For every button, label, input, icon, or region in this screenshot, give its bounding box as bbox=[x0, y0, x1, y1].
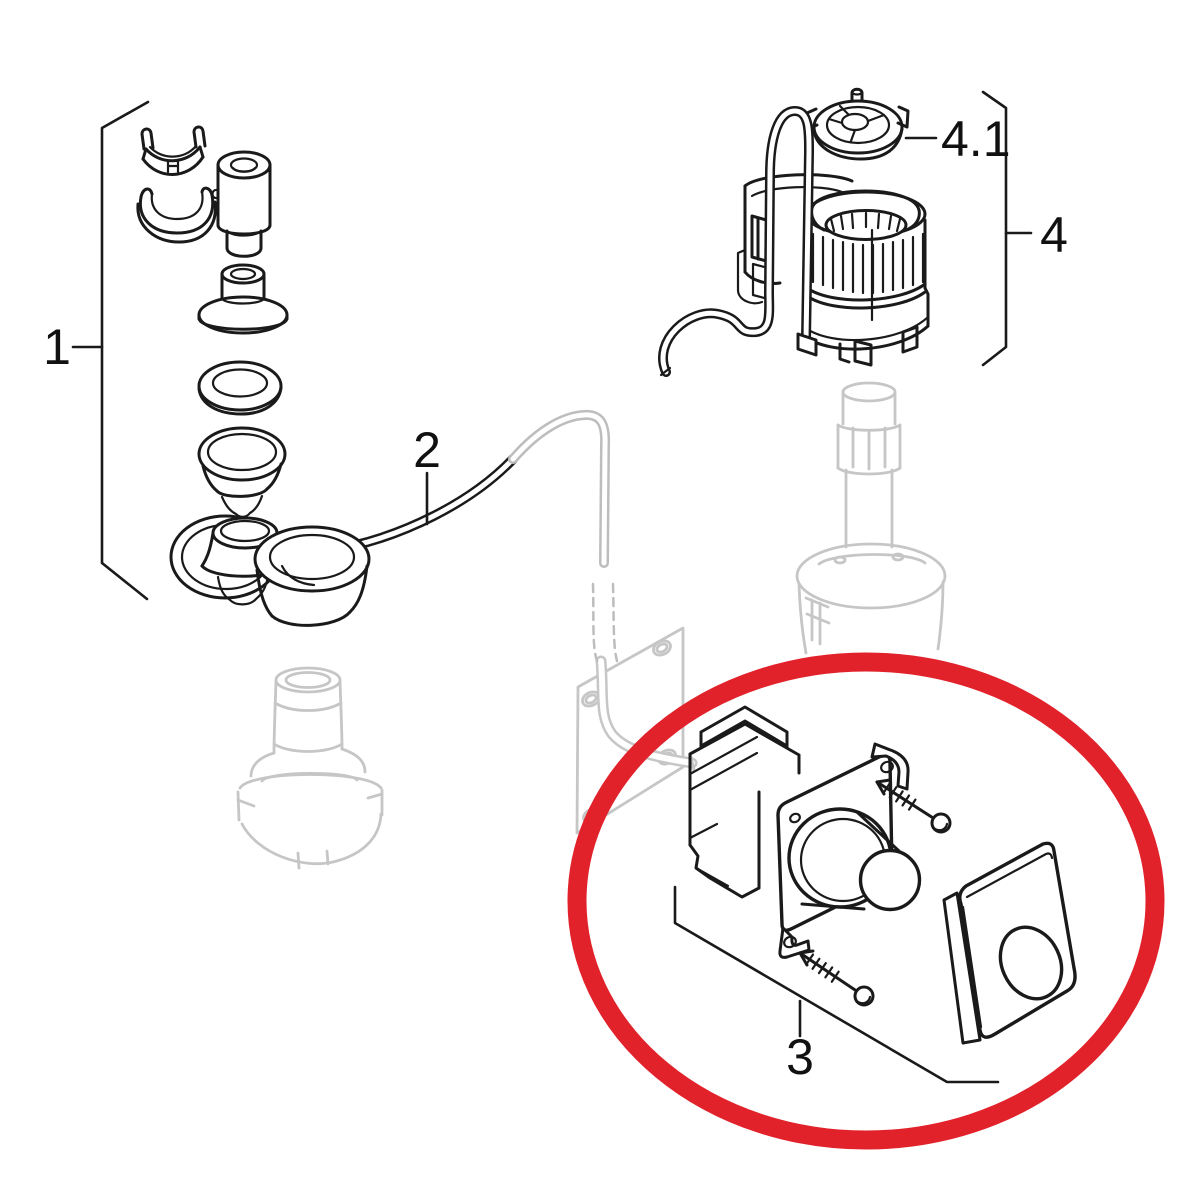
tube-far-segment bbox=[508, 409, 611, 568]
tab-screw-hole bbox=[880, 760, 894, 774]
highlight-circle bbox=[567, 652, 1165, 1150]
bracket-part4 bbox=[981, 90, 1008, 367]
servo-hose-and-cable bbox=[658, 106, 818, 377]
plate-hole bbox=[584, 693, 598, 705]
ghost-flush-valve bbox=[795, 381, 947, 655]
hose-fitting bbox=[796, 332, 818, 357]
callout-label-4: 4 bbox=[1040, 207, 1068, 263]
cover-side-face bbox=[942, 891, 982, 1045]
canister-feet bbox=[838, 325, 919, 367]
ghost-tube-core bbox=[598, 658, 695, 766]
ghost-inlet-valve-base bbox=[236, 666, 384, 870]
callouts: 1 2 3 4 4.1 bbox=[43, 90, 1068, 1085]
flanged-bushing bbox=[197, 263, 289, 335]
part2-pneumatic-tube bbox=[347, 454, 518, 551]
screw-lower bbox=[798, 949, 875, 1007]
bracket-part1 bbox=[100, 100, 150, 601]
callout-label-3: 3 bbox=[786, 1029, 814, 1085]
cover-front-face bbox=[958, 841, 1077, 1039]
plate-hole bbox=[655, 642, 669, 654]
plate-tab-top bbox=[870, 742, 910, 791]
o-ring-seal bbox=[197, 360, 283, 416]
part3-pushbutton-kit bbox=[688, 705, 1077, 1045]
part41-cap bbox=[805, 87, 910, 161]
screw-upper bbox=[875, 778, 952, 834]
plate-tab-bottom bbox=[778, 926, 811, 959]
screw-tip-arrow bbox=[875, 778, 892, 796]
part4-servo-unit bbox=[658, 87, 930, 377]
part2-pneumatic-tube-far bbox=[508, 409, 619, 663]
retainer-clip-upper bbox=[140, 125, 207, 176]
callout-label-1: 1 bbox=[43, 319, 71, 375]
tube-hidden-dashes bbox=[591, 582, 619, 663]
screw-tip-arrow bbox=[798, 949, 815, 967]
cable-end bbox=[659, 366, 672, 377]
seal-cup bbox=[253, 525, 371, 627]
callout-label-4-1: 4.1 bbox=[941, 111, 1011, 167]
callout-label-2: 2 bbox=[413, 422, 441, 478]
bracket-part3 bbox=[673, 885, 1000, 1084]
diaphragm-cone bbox=[197, 426, 287, 518]
plate-side-hole bbox=[789, 812, 801, 824]
cover-button-hole bbox=[998, 925, 1064, 1001]
cover-plate bbox=[942, 841, 1077, 1045]
servo-canister bbox=[802, 189, 930, 367]
seal-cap bbox=[200, 516, 290, 606]
knurl-texture bbox=[811, 232, 925, 295]
plate-hole bbox=[652, 639, 672, 657]
cover-bevel bbox=[961, 852, 1054, 1029]
retainer-clip-lower bbox=[136, 186, 217, 244]
button-housing bbox=[688, 705, 801, 899]
push-button bbox=[787, 807, 922, 912]
actuator-plug bbox=[211, 150, 272, 258]
tab-screw-hole bbox=[783, 935, 797, 949]
screw-threads bbox=[882, 782, 917, 811]
part1-components bbox=[136, 125, 290, 606]
screw-threads bbox=[805, 953, 840, 983]
